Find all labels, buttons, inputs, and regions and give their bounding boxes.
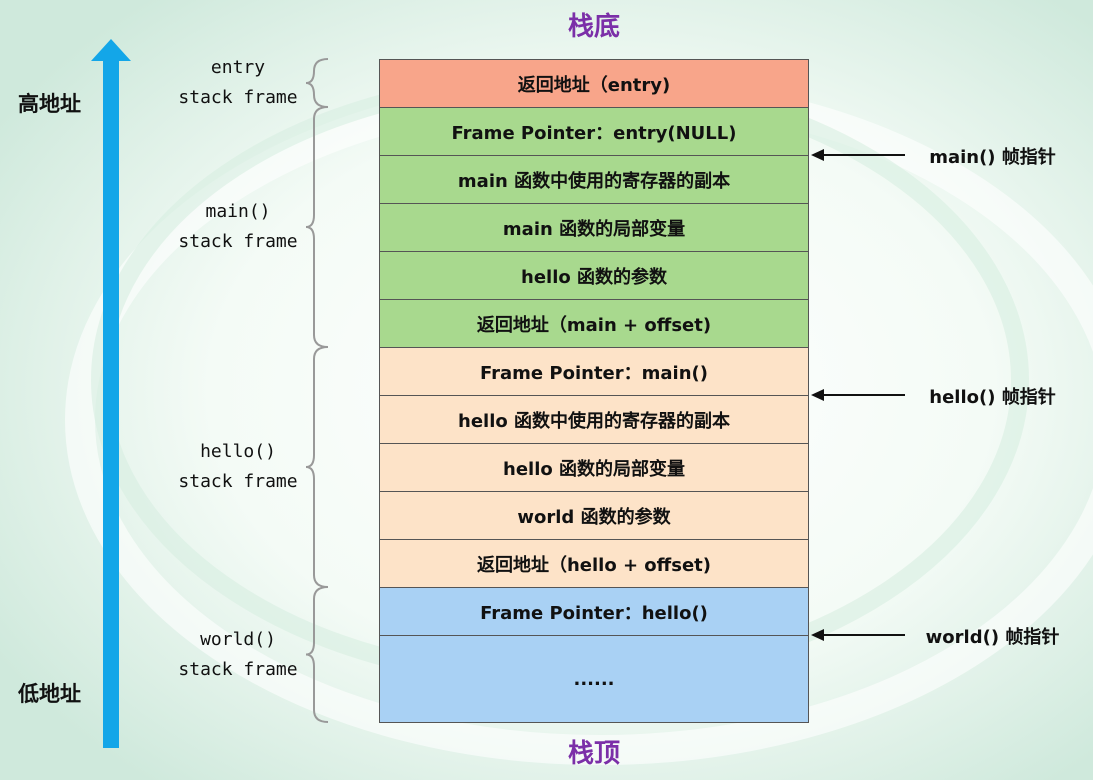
stack-cell-hello: Frame Pointer：main() — [379, 347, 809, 396]
stack-cell-main: Frame Pointer：entry(NULL) — [379, 107, 809, 156]
frame-label: entry stack frame — [170, 53, 306, 113]
stack-cell-hello: hello 函数中使用的寄存器的副本 — [379, 395, 809, 444]
pointer-arrows — [811, 149, 905, 641]
stack-cell-entry: 返回地址（entry) — [379, 59, 809, 108]
address-axis-arrow — [91, 39, 131, 748]
frame-label-suffix: stack frame — [178, 231, 298, 252]
stack-cell-main: main 函数的局部变量 — [379, 203, 809, 252]
frame-label: world() stack frame — [170, 625, 306, 685]
frame-brace-icon — [305, 58, 329, 108]
stack-cell-hello: 返回地址（hello + offset) — [379, 539, 809, 588]
frame-brace-icon — [305, 106, 329, 348]
stack-cell-world: ...... — [379, 635, 809, 723]
stack-top-title: 栈顶 — [567, 739, 620, 769]
stack-bottom-title: 栈底 — [567, 12, 620, 42]
pointer-arrow-head-icon — [811, 149, 824, 161]
axis-arrow-shaft — [103, 58, 119, 748]
stack-cell-hello: world 函数的参数 — [379, 491, 809, 540]
frame-brace-icon — [305, 586, 329, 723]
stack-cell-world: Frame Pointer：hello() — [379, 587, 809, 636]
low-address-label: 低地址 — [18, 682, 81, 706]
frame-braces — [305, 58, 329, 723]
frame-pointer-label: hello() 帧指针 — [929, 387, 1056, 408]
frame-label-suffix: stack frame — [178, 658, 298, 680]
axis-arrow-head-icon — [91, 39, 131, 61]
frame-label-name: main() — [205, 201, 271, 222]
stack-cell-main: main 函数中使用的寄存器的副本 — [379, 155, 809, 204]
frame-label: main() stack frame — [170, 197, 306, 257]
stack-cell-main: hello 函数的参数 — [379, 251, 809, 300]
pointer-arrow-head-icon — [811, 629, 824, 641]
frame-label: hello() stack frame — [170, 437, 306, 497]
stack-diagram: 返回地址（entry)Frame Pointer：entry(NULL)main… — [379, 59, 809, 723]
frame-label-suffix: stack frame — [178, 87, 298, 108]
high-address-label: 高地址 — [18, 92, 81, 116]
frame-pointer-label: main() 帧指针 — [929, 147, 1056, 168]
frame-label-name: world() — [200, 628, 276, 650]
frame-label-name: entry — [210, 57, 266, 78]
frame-brace-icon — [305, 346, 329, 588]
pointer-arrow-head-icon — [811, 389, 824, 401]
frame-label-suffix: stack frame — [178, 471, 298, 492]
frame-pointer-label: world() 帧指针 — [925, 627, 1060, 648]
frame-label-name: hello() — [200, 441, 276, 462]
stack-cell-hello: hello 函数的局部变量 — [379, 443, 809, 492]
stack-cell-main: 返回地址（main + offset) — [379, 299, 809, 348]
